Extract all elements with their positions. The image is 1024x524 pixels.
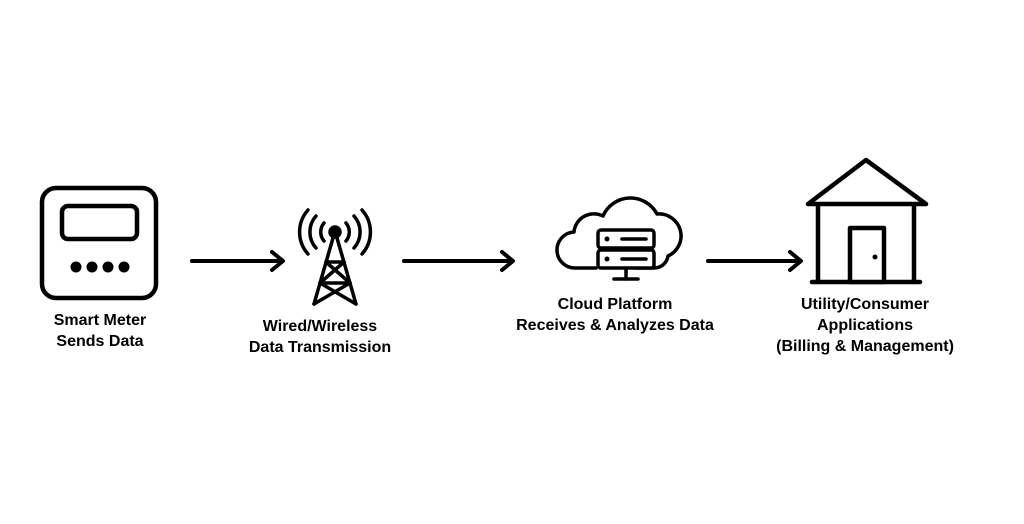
step-label-line: Applications (816, 317, 913, 334)
step-label-line: Utility/Consumer (800, 296, 929, 313)
step-label-transmission: Wired/Wireless Data Transmission (220, 316, 420, 358)
step-label-cloud-platform: Cloud Platform Receives & Analyzes Data (480, 294, 750, 336)
arrow-right-icon (706, 250, 803, 272)
step-label-line: Cloud Platform (557, 296, 673, 313)
cell-tower-icon (297, 208, 373, 306)
step-label-line: Data Transmission (248, 339, 392, 356)
house-icon (805, 157, 929, 285)
step-label-line: Smart Meter (53, 312, 147, 329)
arrow-right-icon (402, 250, 515, 272)
smart-meter-icon (39, 185, 159, 301)
step-label-line: (Billing & Management) (776, 338, 954, 355)
step-label-line: Sends Data (56, 333, 144, 350)
cloud-server-icon (555, 196, 683, 281)
step-label-line: Wired/Wireless (262, 318, 378, 335)
step-label-applications: Utility/Consumer Applications (Billing &… (745, 294, 985, 357)
step-label-smart-meter: Smart Meter Sends Data (20, 310, 180, 352)
step-label-line: Receives & Analyzes Data (516, 317, 714, 334)
arrow-right-icon (190, 250, 285, 272)
